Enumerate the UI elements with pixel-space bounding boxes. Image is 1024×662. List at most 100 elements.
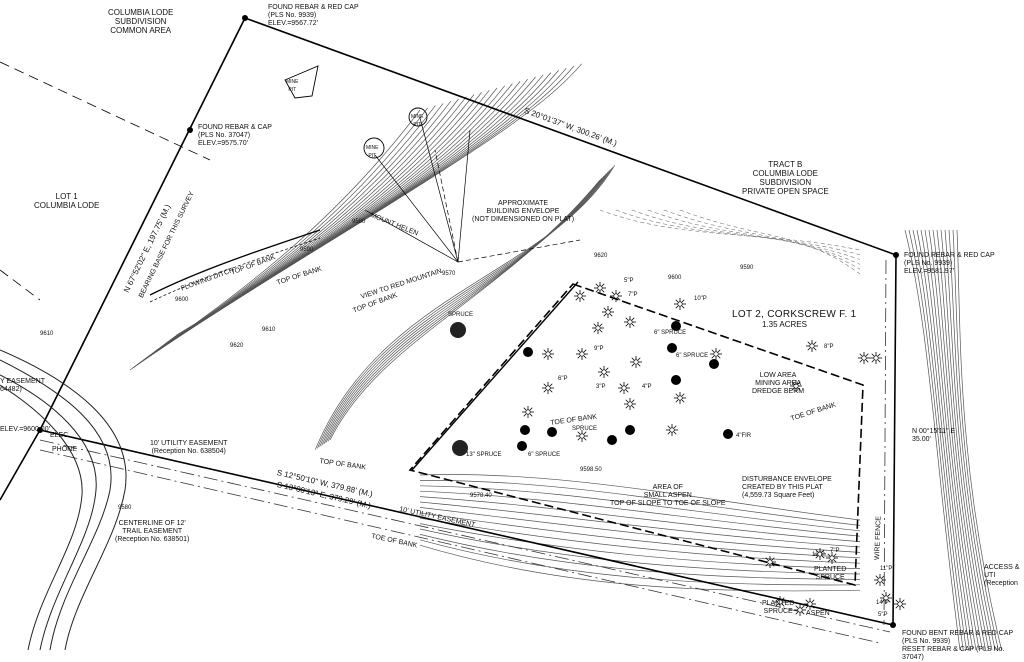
label-low-area: LOW AREA MINING AREA DREDGE BERM: [752, 372, 805, 395]
aspen-symbol: [894, 598, 906, 610]
aspen-symbol: [542, 382, 554, 394]
aspen-symbol: [804, 598, 816, 610]
contour-lower: [419, 496, 861, 542]
contour-right: [956, 229, 1002, 651]
contour-right: [908, 229, 964, 651]
tree-dot: [547, 427, 557, 437]
aspen-symbol: [794, 604, 806, 616]
contour-label: 9578.40: [470, 493, 492, 499]
label-access-util: ACCESS & UTI (Reception: [984, 564, 1020, 587]
aspen-symbol: [710, 348, 722, 360]
survey-monuments: [37, 15, 899, 628]
aspen-symbol: [774, 596, 786, 608]
contour-lower: [419, 507, 861, 553]
contour-lower: [419, 539, 861, 586]
contour-dashed: [647, 209, 861, 265]
contour-lower: [419, 523, 861, 569]
trail-easement: [0, 349, 127, 651]
contour-right: [928, 229, 980, 651]
contour-ridge: [319, 169, 611, 448]
contour-lower: [419, 517, 861, 564]
aspen-symbol: [858, 352, 870, 364]
aspen-symbol: [814, 548, 826, 560]
tree-tag: 6"P: [558, 376, 568, 382]
aspen-symbol: [674, 298, 686, 310]
label-lot2-area: 1.35 ACRES: [762, 320, 807, 329]
contour-label: 9598.50: [580, 467, 602, 473]
tree-dot: [625, 425, 635, 435]
label-disturbance-envelope: DISTURBANCE ENVELOPE CREATED BY THIS PLA…: [742, 476, 832, 499]
label-elec: ELEC: [50, 432, 69, 439]
aspen-symbol: [806, 340, 818, 352]
contour-ridge: [325, 175, 605, 443]
label-mine-pit-3: MINE PIT: [411, 114, 424, 128]
label-aspen: ASPEN: [806, 610, 830, 617]
aspen-symbol: [598, 366, 610, 378]
label-aspen-area: AREA OF SMALL ASPEN TOP OF SLOPE TO TOE …: [610, 484, 726, 507]
contour-right: [916, 229, 970, 651]
bearing-tie-line: [39, 17, 246, 431]
label-spruce-e: 6" SPRUCE: [528, 452, 561, 458]
aspen-symbol: [826, 552, 838, 564]
aspen-symbol: [602, 306, 614, 318]
aspen-symbol: [666, 424, 678, 436]
label-easement-left: Y EASEMENT 64482): [0, 378, 45, 393]
label-spruce-c: 6" SPRUCE: [676, 353, 709, 359]
contour-upper: [176, 63, 582, 336]
tree-tag: 4"P: [642, 384, 652, 390]
contour-dashed: [663, 209, 861, 270]
aspen-symbol: [522, 406, 534, 418]
aspen-symbol: [576, 348, 588, 360]
contour-label: 9580: [118, 505, 132, 511]
label-elev-left: ELEV.=9600.00': [0, 426, 50, 433]
tree-dot: [520, 425, 530, 435]
label-spruce-f: 6" SPRUCE: [654, 330, 687, 336]
label-wire-fence: WIRE FENCE: [874, 516, 883, 561]
tree-dot: [671, 375, 681, 385]
contour-ridge: [321, 171, 609, 446]
contour-label: 9620: [594, 253, 608, 259]
contour-right: [948, 229, 996, 651]
contour-lower: [419, 501, 861, 548]
contour-lines: [129, 63, 1002, 651]
toe-of-bank-line: [411, 281, 579, 471]
aspen-symbol: [592, 322, 604, 334]
tree-tag: 12"P: [812, 552, 825, 558]
label-lot1: LOT 1 COLUMBIA LODE: [34, 192, 100, 210]
tree-dot: [607, 435, 617, 445]
contour-right: [936, 229, 986, 651]
label-utility-easement-10: 10' UTILITY EASEMENT (Reception No. 6385…: [150, 440, 228, 455]
label-found-rebar-left: FOUND REBAR & CAP (PLS No. 37047) ELEV.=…: [198, 124, 272, 147]
label-spruce-a: SPRUCE: [448, 312, 474, 318]
tree-markers: [450, 282, 906, 616]
contour-ridge: [314, 165, 616, 450]
contour-right: [940, 229, 990, 651]
label-mine-pit-1: MINE PIT: [286, 79, 299, 93]
contour-right: [912, 229, 967, 651]
contour-upper: [134, 105, 436, 367]
disturbance-envelope: [408, 283, 864, 587]
mine-pits: [284, 65, 428, 159]
contour-upper: [143, 96, 467, 361]
label-found-bent-rebar: FOUND BENT REBAR & RED CAP (PLS No. 9939…: [902, 630, 1014, 661]
aspen-symbol: [594, 282, 606, 294]
label-tract-b: TRACT B COLUMBIA LODE SUBDIVISION PRIVAT…: [742, 160, 829, 196]
tree-tag: 10"P: [694, 296, 707, 302]
aspen-symbol: [574, 290, 586, 302]
contour-label: 9610: [40, 331, 54, 337]
aspen-symbol: [618, 382, 630, 394]
tree-tag: 9"P: [594, 346, 604, 352]
contour-right: [952, 229, 999, 651]
aspen-symbol: [674, 392, 686, 404]
aspen-symbol: [870, 352, 882, 364]
aspen-symbol: [624, 316, 636, 328]
tree-dot: [709, 359, 719, 369]
aspen-symbol: [542, 348, 554, 360]
contour-ridge: [329, 179, 601, 441]
tree-tag: 14"P: [876, 600, 889, 606]
view-lines: [364, 117, 581, 263]
contour-dashed: [615, 209, 861, 256]
tree-tag: 5"P: [878, 612, 888, 618]
dashed-contours: [599, 209, 861, 275]
